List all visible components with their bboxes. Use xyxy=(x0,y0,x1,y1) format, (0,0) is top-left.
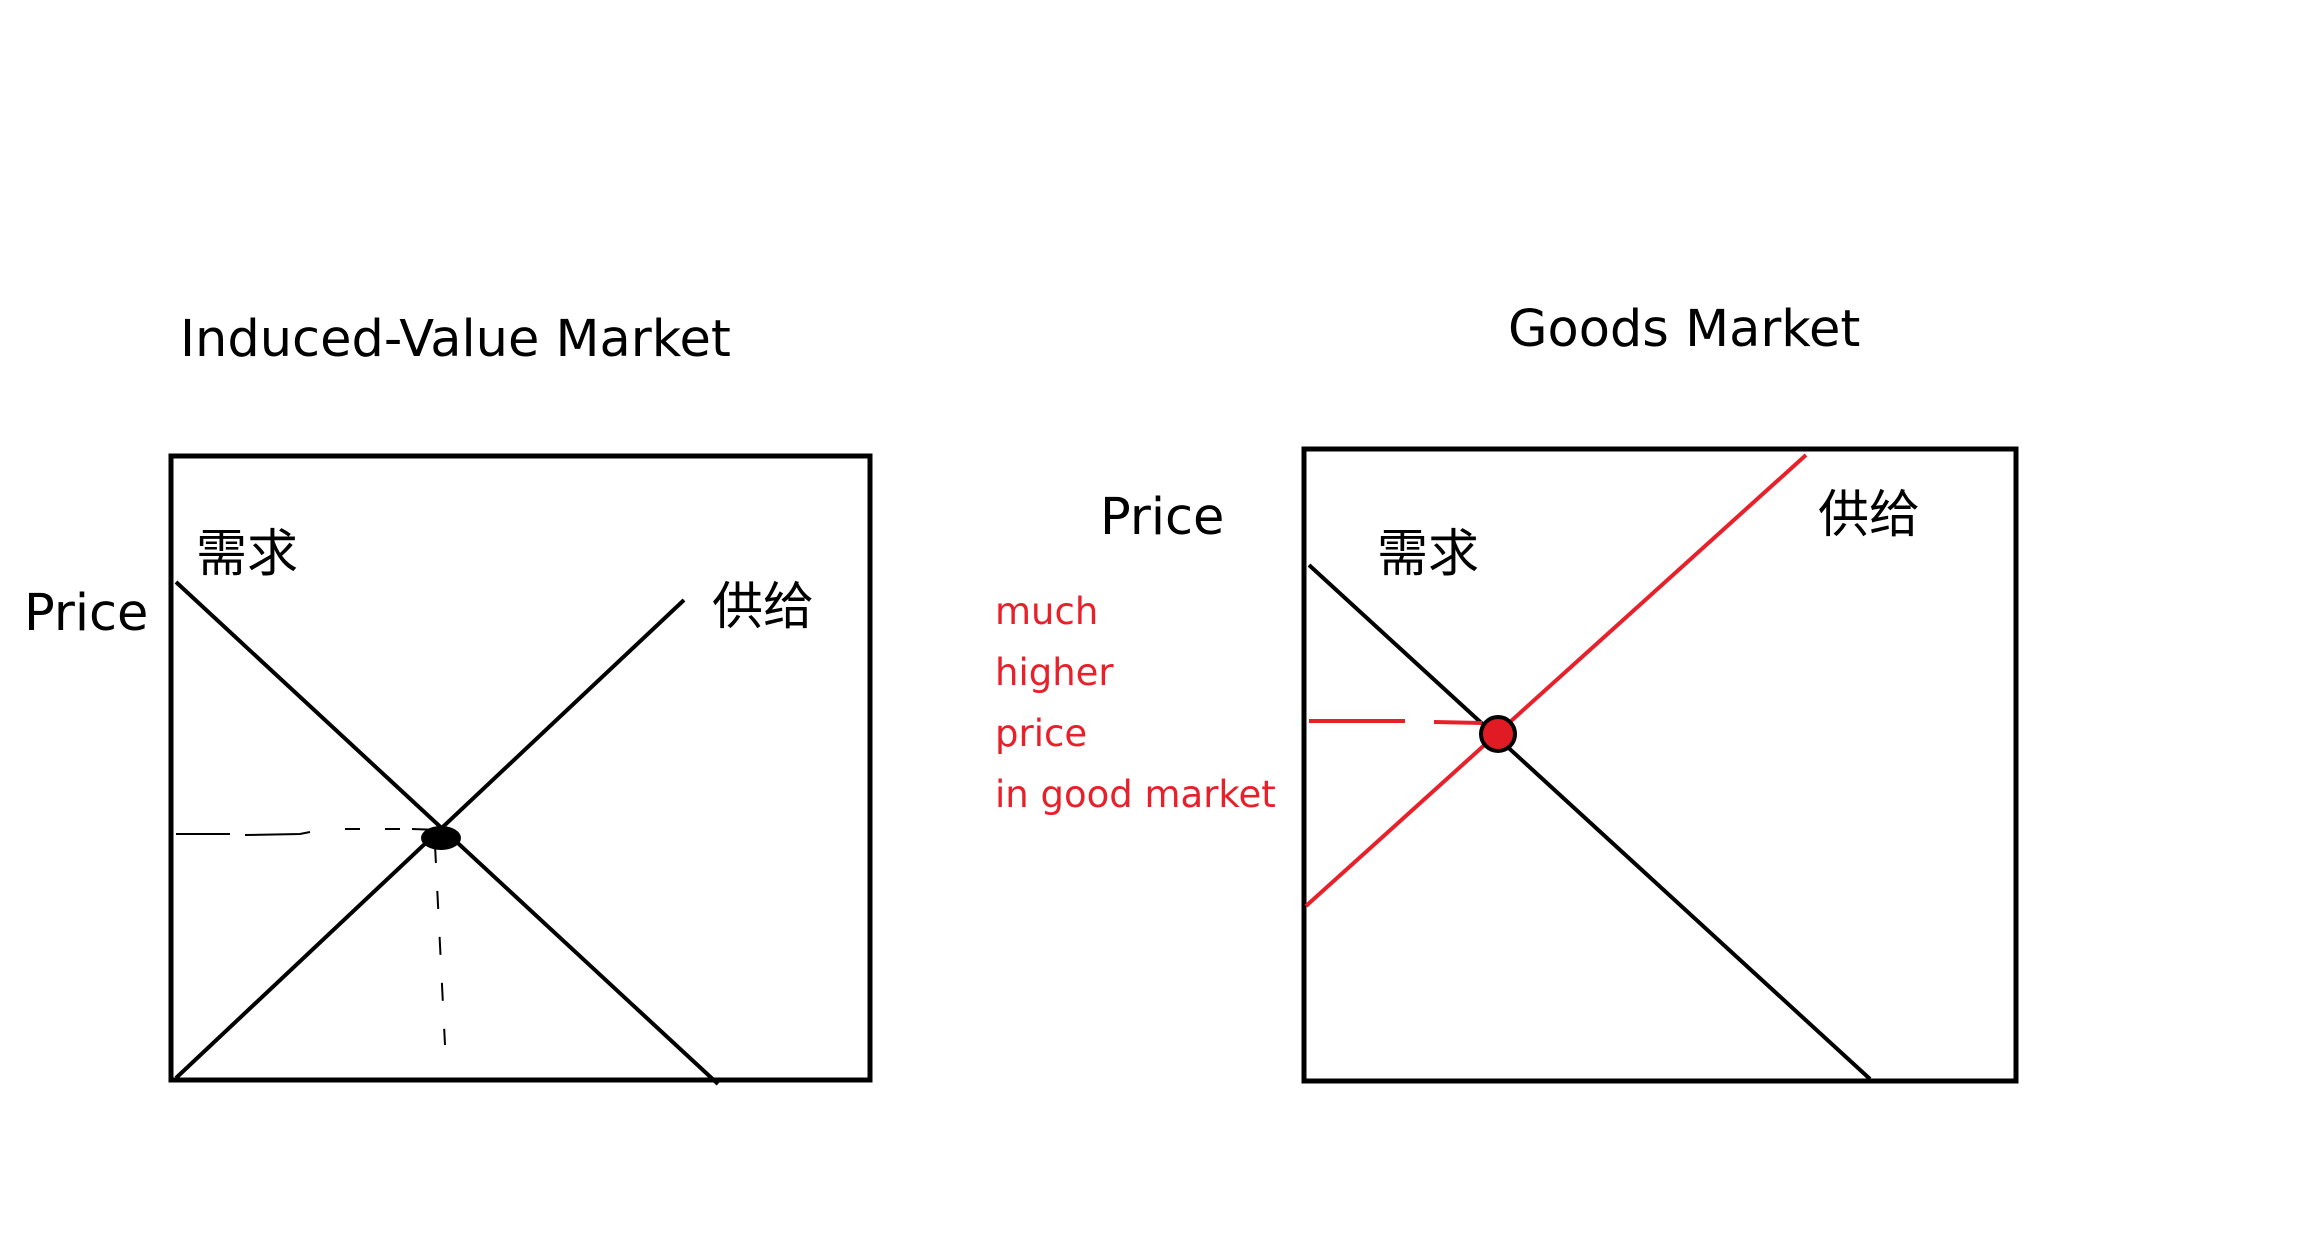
left-plot-frame xyxy=(168,453,873,1083)
right-price-axis-label: Price xyxy=(1100,488,1225,547)
left-price-guide-line xyxy=(176,828,441,836)
right-supply-line xyxy=(1304,453,1808,908)
right-demand-line xyxy=(1307,563,1872,1081)
left-chart-title: Induced-Value Market xyxy=(180,310,731,369)
left-supply-label: 供给 xyxy=(712,578,815,637)
left-demand-label: 需求 xyxy=(196,525,299,584)
price-note-line: price xyxy=(995,712,1088,755)
right-equilibrium-point xyxy=(1479,715,1517,753)
price-note-line: in good market xyxy=(995,773,1276,816)
price-note-line: higher xyxy=(995,651,1114,694)
right-chart-title: Goods Market xyxy=(1508,300,1861,359)
left-quantity-guide-line xyxy=(434,844,446,1046)
price-note-line: much xyxy=(995,590,1099,633)
right-price-guide-line-segment xyxy=(1433,720,1483,725)
left-price-axis-label: Price xyxy=(24,584,149,643)
right-plot-frame xyxy=(1301,446,2019,1084)
price-note: much higher price in good market xyxy=(995,581,1276,825)
left-equilibrium-point xyxy=(421,826,461,850)
right-demand-label: 需求 xyxy=(1377,525,1480,584)
right-supply-label: 供给 xyxy=(1818,486,1921,545)
